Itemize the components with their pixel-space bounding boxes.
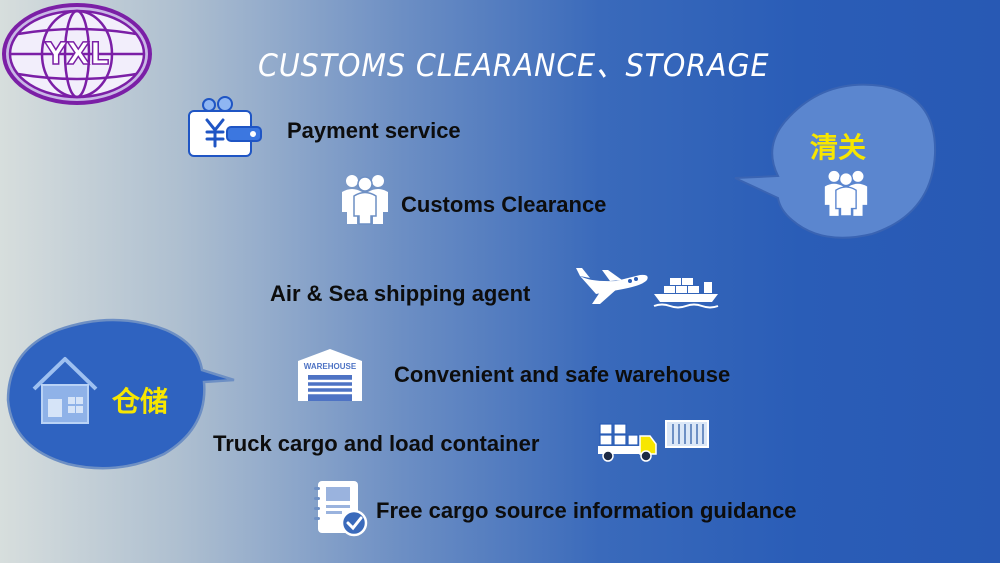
- airplane-icon: [576, 266, 650, 306]
- customs-bubble: [732, 74, 950, 244]
- people-group-icon: [340, 172, 390, 225]
- item-customs-clearance: Customs Clearance: [401, 192, 607, 217]
- item-payment-service: Payment service: [287, 118, 461, 143]
- house-icon: [30, 355, 100, 427]
- cargo-truck-icon: [596, 422, 658, 462]
- customs-bubble-label: 清关: [810, 131, 867, 164]
- item-cargo-info: Free cargo source information guidance: [376, 498, 797, 523]
- page-title: CUSTOMS CLEARANCE、STORAGE: [258, 48, 770, 84]
- people-group-icon: [823, 166, 869, 218]
- cargo-ship-icon: [652, 276, 720, 309]
- item-warehouse: Convenient and safe warehouse: [394, 362, 731, 387]
- warehouse-icon: WAREHOUSE: [296, 347, 364, 401]
- wallet-yen-icon: [187, 96, 265, 160]
- logo-text: YXL: [44, 37, 109, 72]
- checklist-icon: [312, 479, 370, 537]
- logo: YXL: [0, 0, 155, 108]
- svg-text:WAREHOUSE: WAREHOUSE: [304, 362, 357, 371]
- item-air-sea-shipping: Air & Sea shipping agent: [270, 281, 531, 306]
- container-icon: [665, 420, 709, 448]
- item-truck-container: Truck cargo and load container: [213, 431, 540, 456]
- storage-bubble-label: 仓储: [112, 385, 169, 418]
